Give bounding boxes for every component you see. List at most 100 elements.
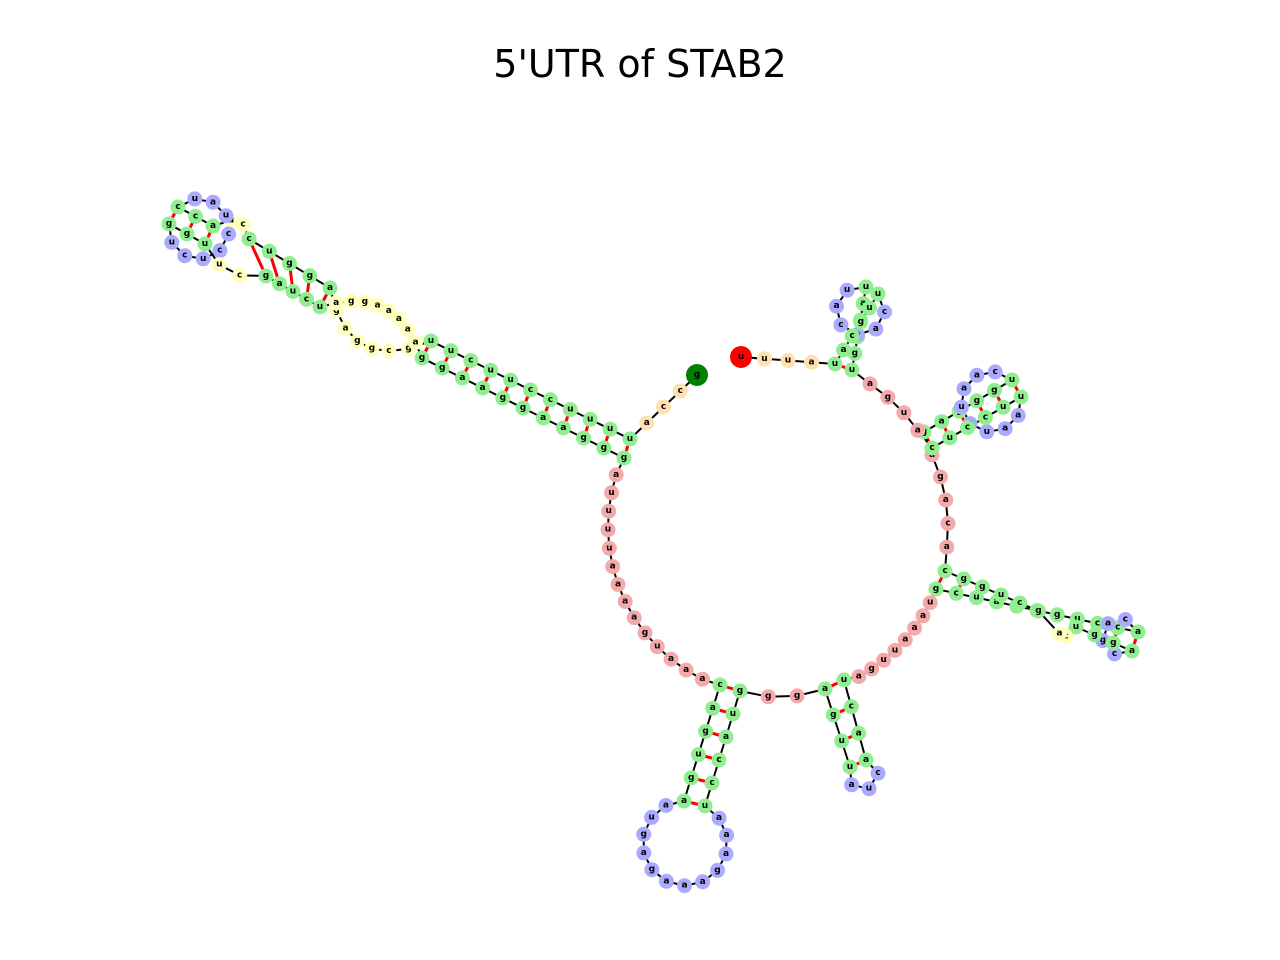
nucleotide-stem: g (974, 579, 990, 595)
nucleotide-letter: c (304, 294, 309, 304)
nucleotide-circle (596, 440, 612, 456)
nucleotide-hairpin-loop: u (979, 424, 995, 440)
nucleotide-multiloop: u (922, 595, 938, 611)
nucleotide-circle (205, 194, 221, 210)
nucleotide-stem: u (285, 284, 301, 299)
nucleotide-circle (523, 382, 538, 398)
nucleotide-circle (712, 677, 728, 693)
nucleotide-letter: a (560, 423, 566, 433)
nucleotide-letter: c (993, 367, 998, 377)
nucleotide-letter: g (1100, 636, 1106, 646)
nucleotide-stem: u (858, 279, 874, 295)
nucleotide-circle (1031, 603, 1046, 619)
nucleotide-letter: a (615, 579, 621, 589)
nucleotide-letter: u (266, 246, 272, 256)
nucleotide-circle (423, 333, 439, 349)
nucleotide-circle (312, 299, 328, 315)
nucleotide-hairpin-loop: u (218, 208, 234, 224)
nucleotide-hairpin-loop: a (695, 874, 711, 890)
nucleotide-circle (1068, 619, 1084, 635)
nucleotide-letter: u (607, 424, 613, 434)
nucleotide-circle (555, 420, 571, 436)
nucleotide-circle (718, 729, 734, 745)
nucleotide-circle (956, 381, 972, 397)
nucleotide-hairpin-loop: c (877, 304, 892, 320)
nucleotide-letter: c (217, 246, 222, 256)
nucleotide-circle (1049, 607, 1065, 623)
nucleotide-letter: c (468, 356, 473, 366)
nucleotide-circle (694, 671, 710, 687)
nucleotide-circle (718, 846, 734, 862)
nucleotide-stem: a (535, 410, 551, 426)
nucleotide-letter: u (730, 709, 736, 719)
nucleotide-hairpin-loop: a (658, 873, 674, 889)
nucleotide-stem: c (1012, 595, 1028, 611)
nucleotide-circle (704, 775, 720, 791)
nucleotide-hairpin-loop: a (718, 846, 734, 862)
nucleotide-multiloop: u (604, 485, 619, 501)
nucleotide-circle (221, 226, 237, 242)
nucleotide-letter: u (998, 590, 1004, 600)
nucleotide-letter: a (974, 370, 980, 380)
nucleotide-letter: a (944, 542, 950, 552)
nucleotide-letter: u (606, 543, 612, 553)
nucleotide-hairpin-loop: a (711, 810, 727, 826)
nucleotide-letter: c (929, 443, 934, 453)
nucleotide-stem: u (725, 706, 741, 722)
nucleotide-multiloop: a (938, 492, 954, 508)
nucleotide-circle (861, 300, 877, 316)
nucleotide-letter: a (912, 623, 918, 633)
nucleotide-stem: a (475, 380, 491, 396)
nucleotide-letter: c (1017, 598, 1022, 608)
nucleotide-circle (170, 199, 186, 215)
nucleotide-circle (1087, 627, 1103, 643)
nucleotide-circle (649, 639, 665, 655)
nucleotide-letter: a (622, 597, 628, 607)
nucleotide-circle (836, 342, 852, 358)
nucleotide-layer: gccauuuuccuucuugcggagagguccuaccuauccucug… (161, 191, 1146, 894)
nucleotide-circle (842, 759, 858, 775)
nucleotide-letter: u (317, 302, 323, 312)
nucleotide-stem: g (956, 571, 972, 587)
nucleotide-stem: u (836, 672, 852, 688)
nucleotide-stem: c (523, 382, 538, 398)
nucleotide-circle (617, 594, 633, 609)
nucleotide-exterior: a (639, 415, 655, 431)
nucleotide-hairpin-loop: a (658, 798, 674, 813)
nucleotide-letter: a (1135, 627, 1141, 637)
nucleotide-circle (979, 424, 995, 440)
nucleotide-interior-loop: a (370, 297, 385, 313)
nucleotide-circle (639, 415, 655, 431)
nucleotide-hairpin-loop: u (644, 809, 660, 825)
nucleotide-stem: g (495, 390, 511, 406)
nucleotide-letter: u (1018, 392, 1024, 402)
nucleotide-circle (844, 777, 860, 793)
nucleotide-circle (730, 346, 752, 368)
nucleotide-letter: c (386, 346, 391, 356)
nucleotide-letter: g (737, 686, 743, 696)
nucleotide-circle (177, 248, 193, 264)
nucleotide-letter: u (1073, 622, 1079, 632)
nucleotide-letter: u (200, 254, 206, 264)
nucleotide-circle (942, 430, 958, 446)
nucleotide-stem: u (842, 759, 858, 775)
nucleotide-exterior: c (656, 399, 671, 415)
nucleotide-circle (1124, 643, 1140, 659)
nucleotide-letter: g (500, 393, 506, 403)
nucleotide-circle (804, 354, 819, 370)
nucleotide-letter: g (642, 628, 648, 638)
nucleotide-letter: g (885, 392, 891, 402)
nucleotide-circle (658, 873, 674, 889)
nucleotide-stem: u (844, 362, 860, 378)
nucleotide-letter: a (1002, 424, 1008, 434)
nucleotide-exterior: c (672, 383, 688, 399)
nucleotide-letter: g (1110, 638, 1116, 648)
nucleotide-stem: u (503, 372, 519, 388)
nucleotide-multiloop: c (940, 516, 956, 531)
nucleotide-circle (605, 559, 621, 575)
nucleotide-stem: u (261, 243, 277, 259)
nucleotide-letter: c (193, 212, 198, 222)
nucleotide-letter: a (994, 597, 1000, 607)
nucleotide-multiloop: a (862, 376, 878, 392)
nucleotide-circle (858, 752, 874, 768)
